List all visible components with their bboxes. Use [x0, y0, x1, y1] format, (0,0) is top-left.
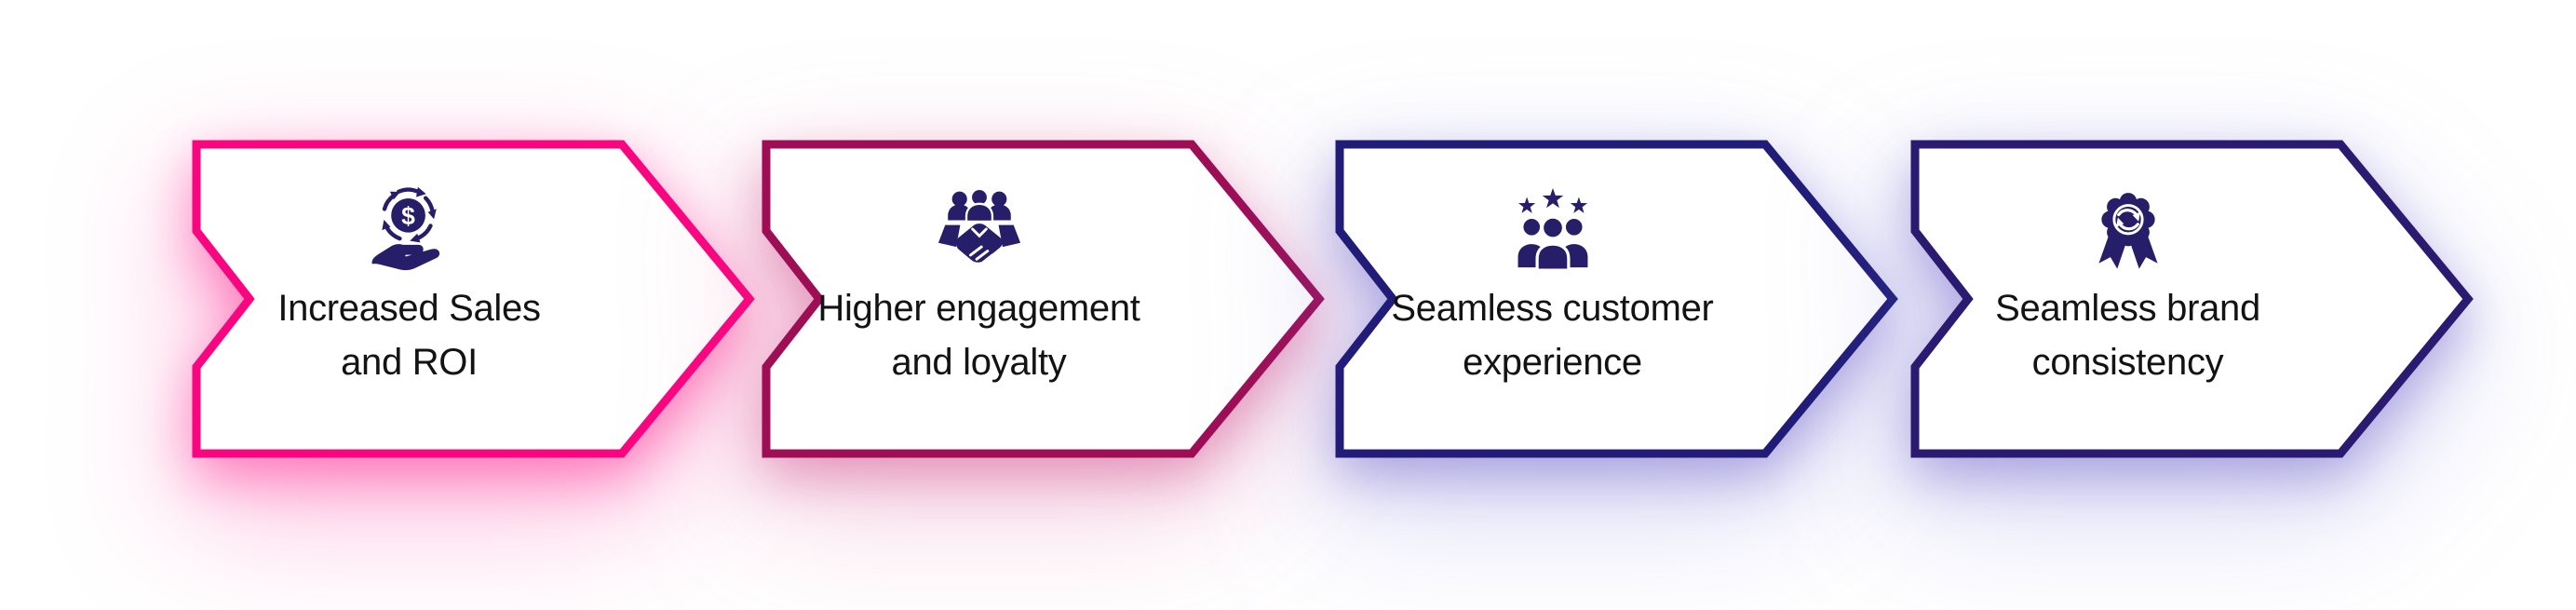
- meeting-handshake-icon: [937, 187, 1020, 264]
- step-label-line2: and loyalty: [891, 341, 1067, 383]
- step-label-line2: consistency: [2031, 341, 2224, 383]
- award-sync-badge-icon: [2097, 192, 2158, 269]
- step-content: $ Increased Sales and ROI: [196, 132, 622, 441]
- chevron-arrow-shape: [1335, 140, 1898, 458]
- step-label-line1: Seamless brand: [1995, 287, 2260, 329]
- step-label: Increased Sales and ROI: [277, 281, 541, 389]
- step-chevron-higher-engagement: Higher engagement and loyalty: [762, 140, 1325, 458]
- money-circulation-hand-icon: $: [371, 186, 439, 270]
- step-label: Higher engagement and loyalty: [817, 281, 1140, 389]
- step-label-line1: Higher engagement: [817, 287, 1140, 329]
- chevron-arrow-shape: [762, 140, 1325, 458]
- chevron-arrow-shape: [192, 140, 755, 458]
- step-content: Seamless brand consistency: [1915, 132, 2340, 441]
- step-chevron-customer-experience: Seamless customer experience: [1335, 140, 1898, 458]
- step-chevron-brand-consistency: Seamless brand consistency: [1910, 140, 2474, 458]
- step-chevron-increased-sales: $ Increased Sales and ROI: [192, 140, 755, 458]
- customers-stars-icon: [1517, 187, 1587, 272]
- step-content: Seamless customer experience: [1340, 132, 1765, 441]
- step-label-line2: experience: [1463, 341, 1642, 383]
- step-label-line2: and ROI: [341, 341, 478, 383]
- step-label-line1: Seamless customer: [1391, 287, 1714, 329]
- step-label-line1: Increased Sales: [277, 287, 541, 329]
- step-label: Seamless brand consistency: [1995, 281, 2260, 389]
- svg-text:$: $: [401, 201, 415, 229]
- step-content: Higher engagement and loyalty: [766, 132, 1192, 441]
- step-label: Seamless customer experience: [1391, 281, 1713, 389]
- chevron-arrow-shape: [1910, 140, 2474, 458]
